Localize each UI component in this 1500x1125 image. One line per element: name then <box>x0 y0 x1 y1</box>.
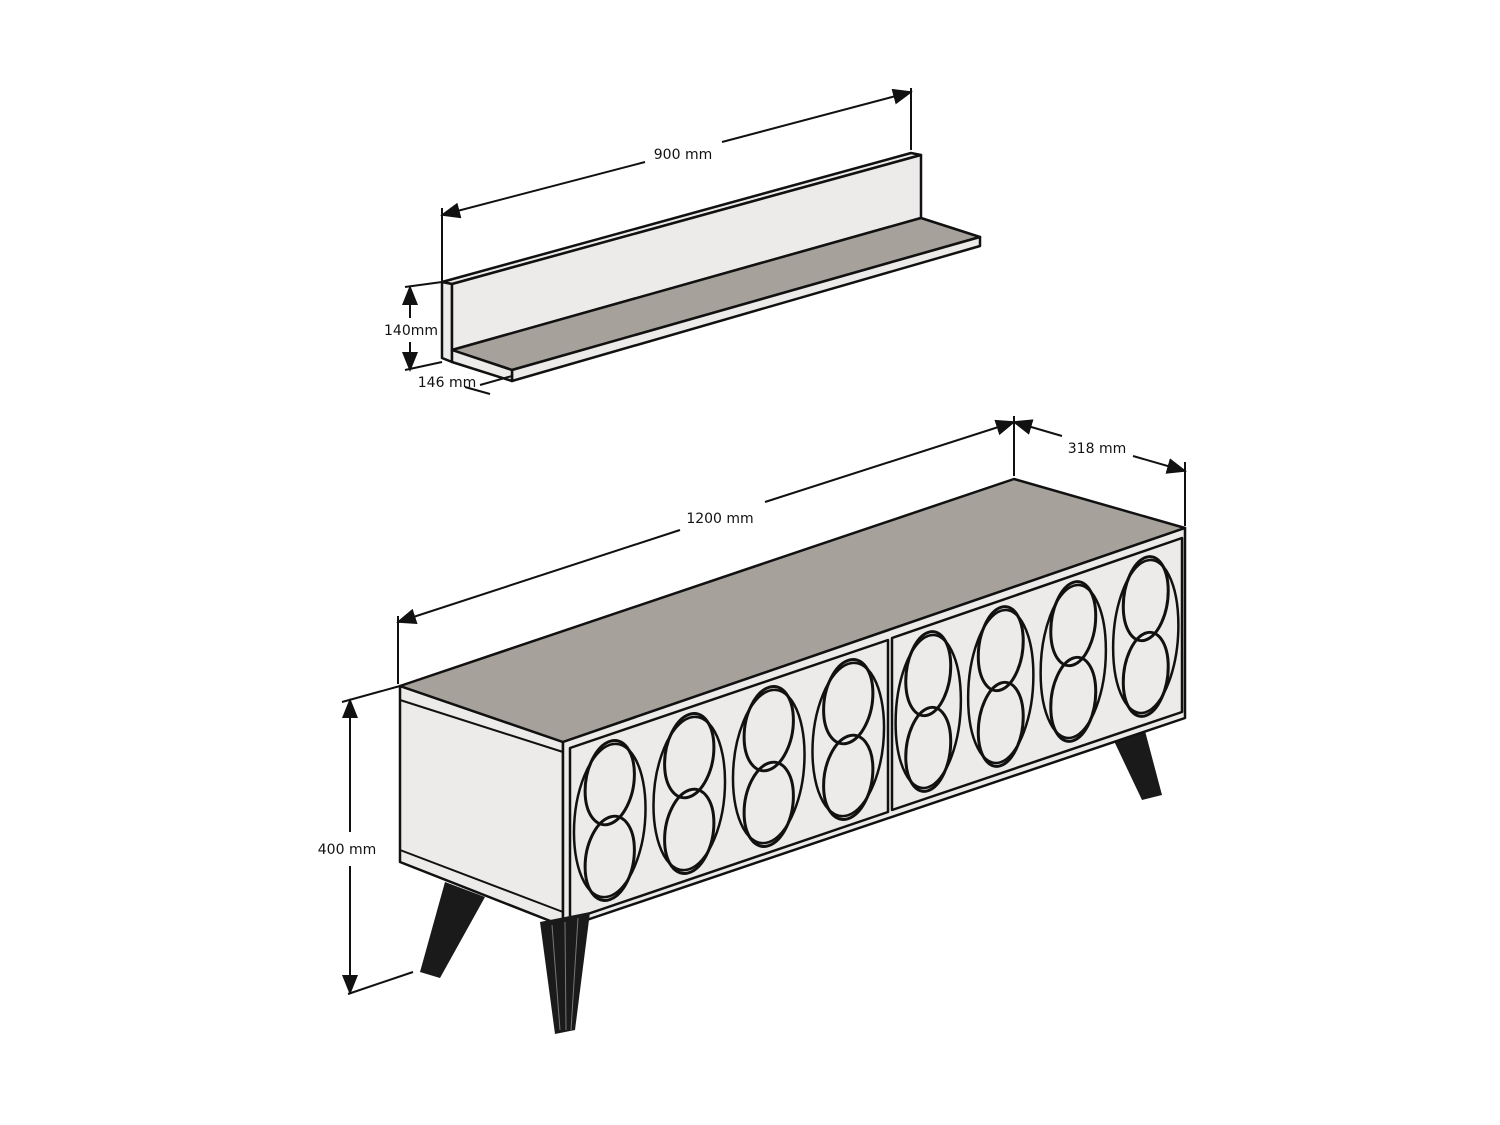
door-pattern-ring <box>1051 650 1096 748</box>
door-pattern-ring <box>1123 625 1168 723</box>
door-pattern-ring <box>824 652 873 751</box>
door-pattern-ring <box>1051 575 1096 673</box>
door-pattern-medallion <box>653 706 725 882</box>
door-left[interactable] <box>568 638 890 922</box>
back-left-leg <box>420 882 485 978</box>
cabinet-dimensions <box>341 416 1187 995</box>
door-pattern-medallion <box>574 733 646 909</box>
door-right-pattern <box>896 546 1179 802</box>
shelf-board-side <box>450 348 514 383</box>
door-pattern-ring <box>744 755 793 854</box>
door-pattern-medallion <box>1041 575 1106 749</box>
door-pattern-medallion <box>968 600 1033 774</box>
door-pattern-ring <box>744 679 793 778</box>
door-pattern-ring <box>585 809 634 908</box>
cabinet-width-label: 1200 mm <box>686 511 753 527</box>
door-pattern-ring <box>665 782 714 881</box>
door-pattern-ring <box>1123 550 1168 648</box>
door-pattern-medallion <box>733 679 805 855</box>
door-pattern-ring <box>585 733 634 832</box>
door-pattern-medallion <box>1113 550 1178 724</box>
shelf-back-left-edge <box>440 280 454 364</box>
door-left-pattern <box>574 648 884 912</box>
door-pattern-medallion <box>812 652 884 828</box>
door-pattern-ring <box>906 625 951 723</box>
door-pattern-ring <box>978 600 1023 698</box>
door-pattern-ring <box>824 728 873 827</box>
wall-shelf <box>440 151 982 383</box>
door-pattern-ring <box>665 706 714 805</box>
door-pattern-medallion <box>896 625 961 799</box>
front-left-leg <box>540 912 590 1034</box>
shelf-width-label: 900 mm <box>654 147 712 163</box>
shelf-dimensions <box>402 88 913 395</box>
door-pattern-ring <box>978 675 1023 773</box>
door-right[interactable] <box>890 536 1184 812</box>
shelf-height-label: 140mm <box>384 323 438 339</box>
shelf-depth-label: 146 mm <box>418 375 476 391</box>
tv-cabinet <box>400 479 1185 1034</box>
door-pattern-ring <box>906 700 951 798</box>
cabinet-height-label: 400 mm <box>318 842 376 858</box>
cabinet-depth-label: 318 mm <box>1068 441 1126 457</box>
